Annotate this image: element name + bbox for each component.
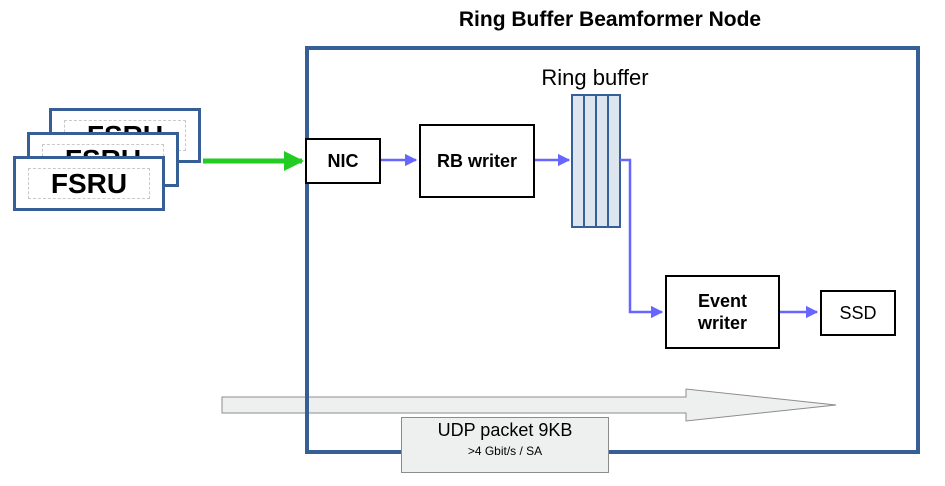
- throughput-arrow: [221, 388, 837, 422]
- beamformer-node-frame: [305, 46, 920, 454]
- ssd-label: SSD: [839, 302, 877, 323]
- diagram-title: Ring Buffer Beamformer Node: [458, 8, 762, 31]
- ring-buffer: [571, 94, 621, 228]
- ring-buffer-label: Ring buffer: [541, 65, 649, 90]
- ringbuffer-to-eventwriter-arrow: [620, 158, 664, 319]
- udp-packet-size: UDP packet 9KB: [437, 420, 573, 440]
- nic-label: NIC: [327, 150, 359, 171]
- udp-throughput: >4 Gbit/s / SA: [467, 444, 543, 458]
- fsru-label: FSRU: [27, 167, 151, 200]
- event-writer-box: Event writer: [665, 275, 780, 349]
- udp-packet-callout: UDP packet 9KB >4 Gbit/s / SA: [401, 417, 609, 473]
- nic-box: NIC: [305, 138, 381, 184]
- rb-writer-label: RB writer: [436, 150, 517, 171]
- rb-writer-box: RB writer: [419, 124, 535, 198]
- event-writer-label-line2: writer: [697, 313, 748, 333]
- fsru-card: FSRU: [13, 156, 165, 211]
- ssd-box: SSD: [820, 290, 896, 336]
- event-writer-label-line1: Event: [697, 290, 748, 311]
